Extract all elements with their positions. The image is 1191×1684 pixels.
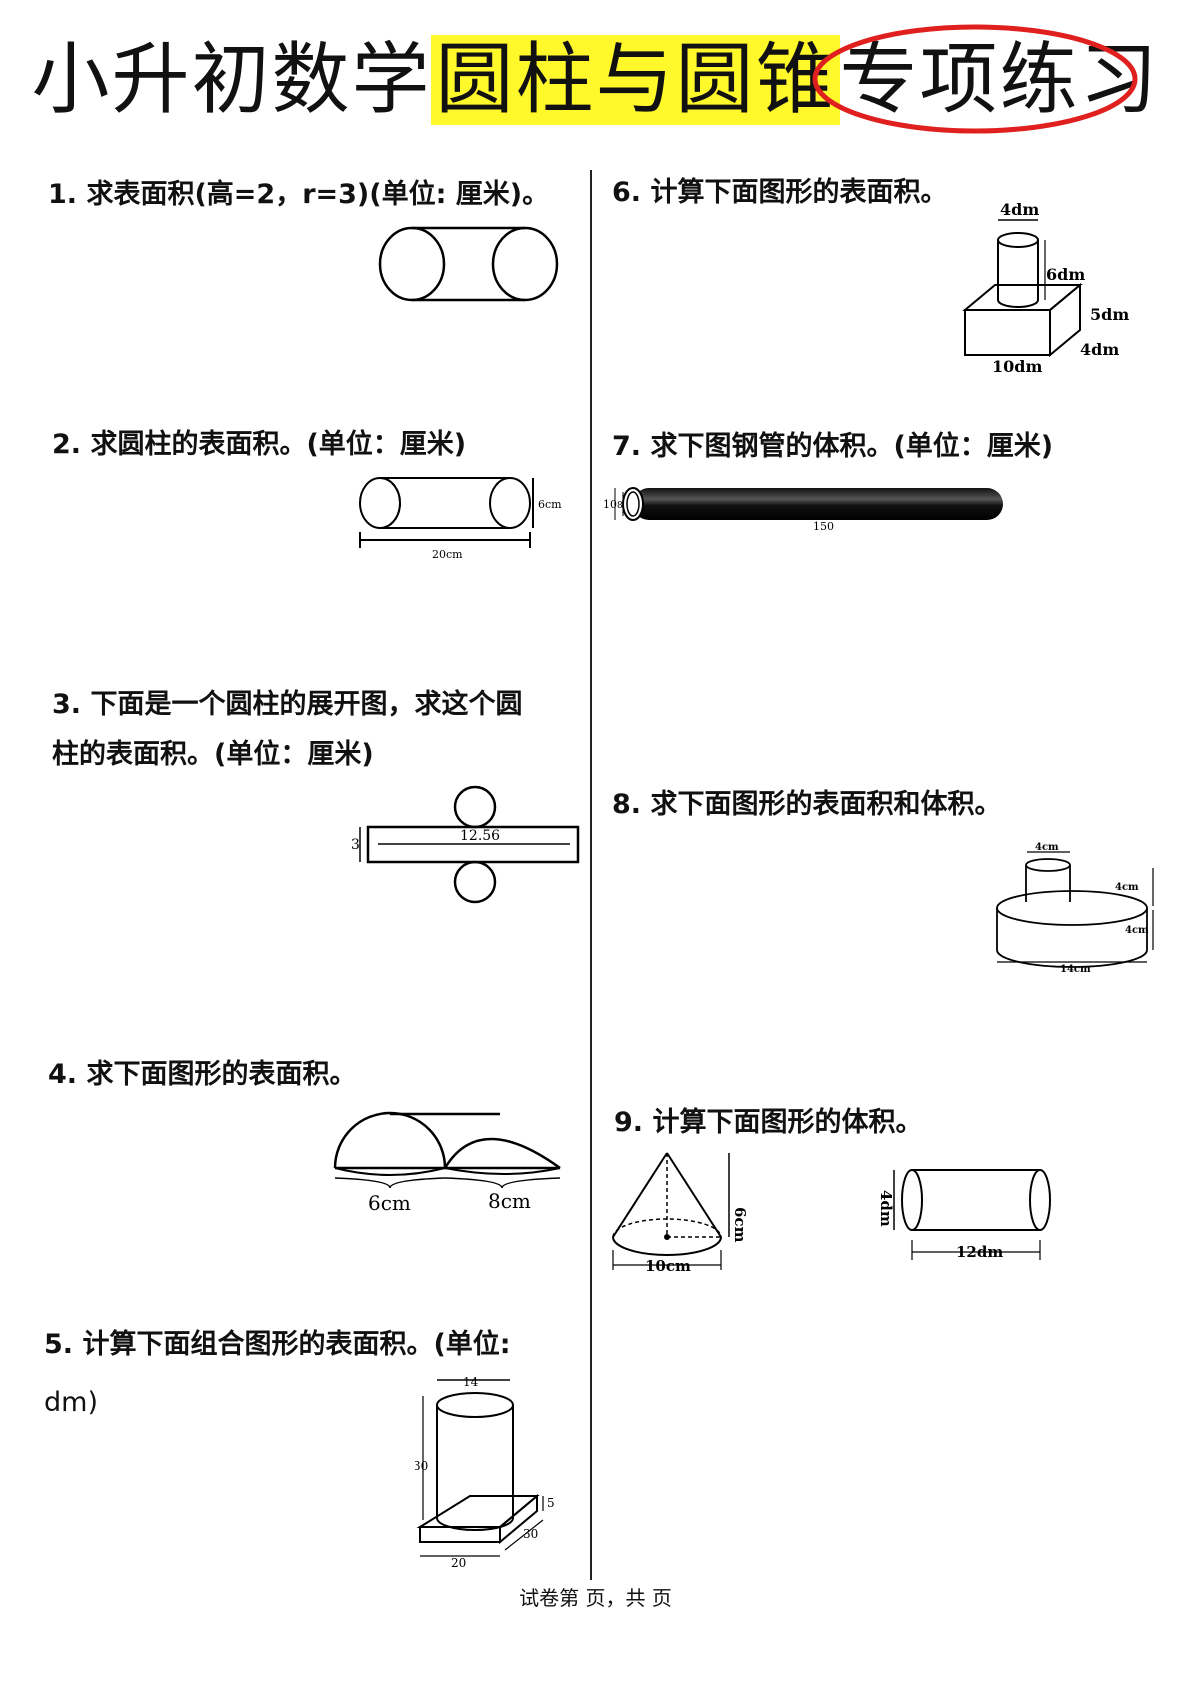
q2-cylinder-figure: 6cm 20cm xyxy=(359,477,562,561)
q5-height-label: 30 xyxy=(415,1459,428,1473)
question-text: 求圆柱的表面积。(单位：厘米) xyxy=(90,429,467,460)
q3-height-label: 3 xyxy=(351,837,360,853)
question-number: 1. xyxy=(48,179,78,210)
q7-outer-label: 10 xyxy=(603,498,617,511)
q9-cylinder-figure: 4dm 12dm xyxy=(880,1169,1051,1261)
q6-diameter-label: 4dm xyxy=(1000,200,1039,219)
q4-half-cylinder-figure: 6cm 8cm xyxy=(333,1111,561,1215)
question-5-line1: 5. 计算下面组合图形的表面积。(单位: xyxy=(44,1320,511,1370)
question-number: 8. xyxy=(612,789,642,820)
q7-pipe-figure: 10 8 150 xyxy=(603,487,1003,532)
q8-combined-figure: 4cm 4cm 4cm 14cm xyxy=(996,842,1154,975)
q9-cone-height-label: 6cm xyxy=(731,1207,749,1243)
question-number: 9. xyxy=(614,1107,644,1138)
question-number: 5. xyxy=(44,1329,74,1360)
question-5-line2: dm) xyxy=(44,1378,98,1428)
question-text: 求表面积(高=2，r=3)(单位: 厘米)。 xyxy=(86,179,550,210)
q4-left-label: 6cm xyxy=(368,1191,411,1215)
q7-inner-label: 8 xyxy=(617,501,623,511)
q8-bottom-height-label: 4cm xyxy=(1125,925,1149,936)
question-text: 下面是一个圆柱的展开图，求这个圆 xyxy=(90,689,523,720)
question-4: 4. 求下面图形的表面积。 xyxy=(48,1050,356,1100)
question-text: 计算下面组合图形的表面积。(单位: xyxy=(82,1329,511,1360)
title-highlight: 圆柱与圆锥 xyxy=(431,35,840,125)
q5-base-depth-label: 30 xyxy=(523,1527,538,1541)
q2-length-label: 20cm xyxy=(432,548,463,561)
q8-top-height-label: 4cm xyxy=(1115,882,1139,893)
q9-cylinder-length-label: 12dm xyxy=(956,1243,1003,1261)
q5-base-width-label: 20 xyxy=(451,1556,466,1570)
question-text: 求下面图形的表面积。 xyxy=(86,1059,357,1090)
question-6: 6. 计算下面图形的表面积。 xyxy=(612,168,947,218)
question-text: 求下面图形的表面积和体积。 xyxy=(650,789,1002,820)
q6-combined-figure: 4dm 6dm 5dm 4dm 10dm xyxy=(962,200,1129,376)
page-title: 小升初数学圆柱与圆锥专项练习 xyxy=(0,24,1191,134)
question-text: dm) xyxy=(44,1387,98,1418)
question-1: 1. 求表面积(高=2，r=3)(单位: 厘米)。 xyxy=(48,170,549,220)
question-text: 计算下面图形的体积。 xyxy=(652,1107,923,1138)
q8-top-diameter-label: 4cm xyxy=(1035,842,1059,853)
title-circled: 专项练习 xyxy=(812,24,1160,134)
question-number: 6. xyxy=(612,177,642,208)
question-8: 8. 求下面图形的表面积和体积。 xyxy=(612,780,1001,830)
question-text: 柱的表面积。(单位：厘米) xyxy=(52,739,374,770)
question-number: 7. xyxy=(612,431,642,462)
q6-height-label: 6dm xyxy=(1046,265,1085,284)
q8-bottom-diameter-label: 14cm xyxy=(1060,964,1091,975)
q4-right-label: 8cm xyxy=(488,1189,531,1213)
q9-cylinder-diameter-label: 4dm xyxy=(880,1190,895,1227)
q9-cone-diameter-label: 10cm xyxy=(645,1257,691,1275)
question-2: 2. 求圆柱的表面积。(单位：厘米) xyxy=(52,420,466,470)
question-3-line1: 3. 下面是一个圆柱的展开图，求这个圆 xyxy=(52,680,522,730)
q7-length-label: 150 xyxy=(813,520,834,532)
q6-box-depth-label: 4dm xyxy=(1080,340,1119,359)
q5-base-height-label: 5 xyxy=(547,1496,555,1510)
q2-height-label: 6cm xyxy=(538,498,562,511)
question-number: 4. xyxy=(48,1059,78,1090)
q6-box-height-label: 5dm xyxy=(1090,305,1129,324)
question-text: 计算下面图形的表面积。 xyxy=(650,177,948,208)
question-text: 求下图钢管的体积。(单位：厘米) xyxy=(650,431,1054,462)
question-9: 9. 计算下面图形的体积。 xyxy=(614,1098,922,1148)
q6-box-width-label: 10dm xyxy=(992,357,1042,376)
question-7: 7. 求下图钢管的体积。(单位：厘米) xyxy=(612,422,1053,472)
q5-diameter-label: 14 xyxy=(463,1375,479,1389)
q9-cone-figure: 6cm 10cm xyxy=(612,1152,749,1275)
page-footer: 试卷第 页，共 页 xyxy=(519,1586,672,1610)
q3-width-label: 12.56 xyxy=(460,828,500,844)
q1-cylinder-figure xyxy=(378,226,559,302)
q3-net-figure: 12.56 3 xyxy=(351,785,580,904)
question-number: 2. xyxy=(52,429,82,460)
column-divider xyxy=(590,170,592,1580)
question-number: 3. xyxy=(52,689,82,720)
red-circle-mark xyxy=(812,24,1137,134)
question-3-line2: 柱的表面积。(单位：厘米) xyxy=(52,730,374,780)
title-part1: 小升初数学 xyxy=(31,35,432,125)
q5-combined-figure: 14 30 5 30 20 xyxy=(415,1375,555,1570)
